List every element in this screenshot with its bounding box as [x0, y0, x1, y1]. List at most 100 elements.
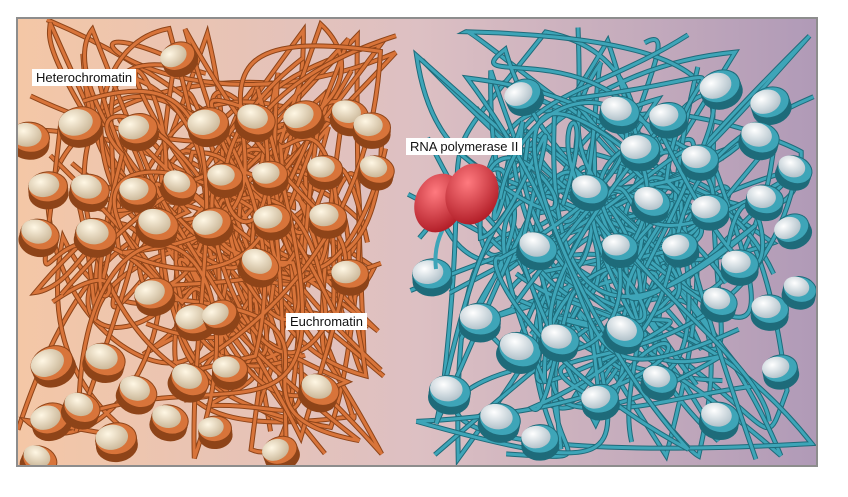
nucleosome-core [309, 203, 339, 227]
heterochromatin-nucleosome [135, 207, 179, 248]
euchromatin-nucleosome [661, 232, 700, 268]
nucleosome-core [192, 210, 223, 235]
nucleosome-core [571, 175, 601, 199]
nucleosome-core [750, 89, 781, 114]
nucleosome-core [332, 100, 361, 124]
heterochromatin-nucleosome [307, 155, 343, 190]
nucleosome-core [64, 392, 94, 417]
nucleosome-core [778, 155, 806, 178]
euchromatin-nucleosome [750, 86, 792, 126]
nucleosome-core [187, 109, 220, 135]
heterochromatin-nucleosome [118, 113, 159, 152]
heterochromatin-nucleosome [297, 373, 340, 413]
nucleosome-core [253, 205, 283, 229]
euchromatin-nucleosome [680, 144, 719, 181]
nucleosome-core [71, 174, 102, 199]
heterochromatin-nucleosome [202, 299, 241, 336]
nucleosome-core [202, 302, 229, 326]
nucleosome-core [30, 349, 64, 377]
nucleosome-core [119, 177, 149, 201]
rna-polymerase-ii [414, 163, 499, 270]
heterochromatin-nucleosomes [18, 41, 395, 465]
nucleosome-core [30, 405, 61, 430]
heterochromatin-nucleosome [19, 445, 58, 465]
nucleosome-core [602, 234, 630, 256]
nucleosome-core [600, 96, 632, 121]
nucleosome-core [499, 332, 534, 361]
euchromatin-nucleosome [458, 302, 501, 343]
nucleosome-core [163, 170, 191, 193]
polymerase-lobe-right [445, 163, 499, 225]
nucleosome-core [774, 216, 801, 240]
orange-fiber [43, 125, 361, 443]
nucleosome-core [152, 405, 181, 429]
euchromatin-nucleosome [496, 331, 542, 374]
nucleosome-core [134, 280, 165, 305]
nucleosome-core [138, 208, 171, 235]
nucleosome-core [519, 232, 550, 257]
heterochromatin-nucleosome [253, 203, 292, 241]
nucleosome-core [160, 44, 187, 68]
heterochromatin-nucleosome [262, 435, 300, 465]
heterochromatin-nucleosome [58, 106, 104, 148]
nucleosome-core [21, 219, 52, 244]
euchromatin-nucleosome [761, 354, 800, 390]
nucleosome-core [283, 103, 314, 129]
heterochromatin-nucleosome [30, 345, 76, 388]
nucleosome-core [301, 374, 332, 399]
euchromatin-nucleosome [598, 95, 640, 134]
cyan-fiber [502, 75, 758, 460]
nucleosome-core [430, 376, 463, 402]
nucleosome-core [307, 156, 335, 178]
euchromatin-label: Euchromatin [286, 313, 367, 330]
euchromatin-nucleosome [581, 383, 620, 421]
nucleosome-core [634, 186, 664, 211]
euchromatin-nucleosome [750, 294, 789, 331]
heterochromatin-nucleosome [160, 41, 199, 78]
heterochromatin-nucleosome [234, 103, 276, 143]
nucleosome-core [212, 356, 240, 378]
nucleosome-core [353, 113, 383, 137]
heterochromatin-nucleosome [18, 121, 50, 160]
heterochromatin-nucleosome [197, 415, 233, 450]
euchromatin-nucleosome [691, 194, 730, 231]
nucleosome-core [197, 417, 224, 438]
heterochromatin-nucleosome [237, 248, 280, 288]
nucleosome-core [699, 72, 732, 99]
euchromatin-nucleosome [428, 374, 471, 415]
heterochromatin-nucleosome [357, 155, 395, 191]
euchromatin-nucleosome [720, 249, 759, 286]
nucleosome-core [746, 185, 776, 209]
heterochromatin-nucleosome [187, 107, 230, 148]
euchromatin-nucleosome [698, 401, 740, 440]
heterochromatin-nucleosome [115, 375, 158, 415]
nucleosome-core [359, 155, 388, 178]
heterochromatin-nucleosome [211, 355, 248, 390]
euchromatin-nucleosome [781, 276, 816, 310]
heterochromatin-nucleosome [149, 404, 189, 442]
rna-polymerase-label: RNA polymerase II [406, 138, 523, 155]
heterochromatin-nucleosome [82, 342, 126, 384]
nucleosome-core [175, 305, 207, 330]
euchromatin-nucleosome [412, 258, 453, 297]
heterochromatin-nucleosome [167, 363, 210, 403]
illustration-frame: Heterochromatin RNA polymerase II Euchro… [16, 17, 818, 467]
euchromatin-nucleosome [744, 184, 784, 222]
heterochromatin-nucleosome [252, 160, 289, 196]
nucleosome-core [649, 103, 679, 127]
euchromatin-nucleosome [602, 315, 645, 355]
nucleosome-core [761, 356, 790, 379]
nucleosome-core [459, 304, 493, 330]
heterochromatin-nucleosome [119, 176, 158, 213]
euchromatin-nucleosome [631, 186, 671, 224]
euchromatin-nucleosome [700, 287, 738, 323]
heterochromatin-nucleosome [73, 217, 117, 258]
euchromatin-nucleosome [640, 365, 678, 401]
heterochromatin-nucleosome [331, 259, 370, 296]
heterochromatin-nucleosome [159, 170, 198, 206]
nucleosome-core [28, 173, 60, 198]
nucleosome-core [331, 260, 361, 284]
euchromatin-nucleosome [774, 155, 813, 191]
euchromatin-nucleosome [620, 133, 661, 172]
nucleosome-core [681, 145, 711, 169]
